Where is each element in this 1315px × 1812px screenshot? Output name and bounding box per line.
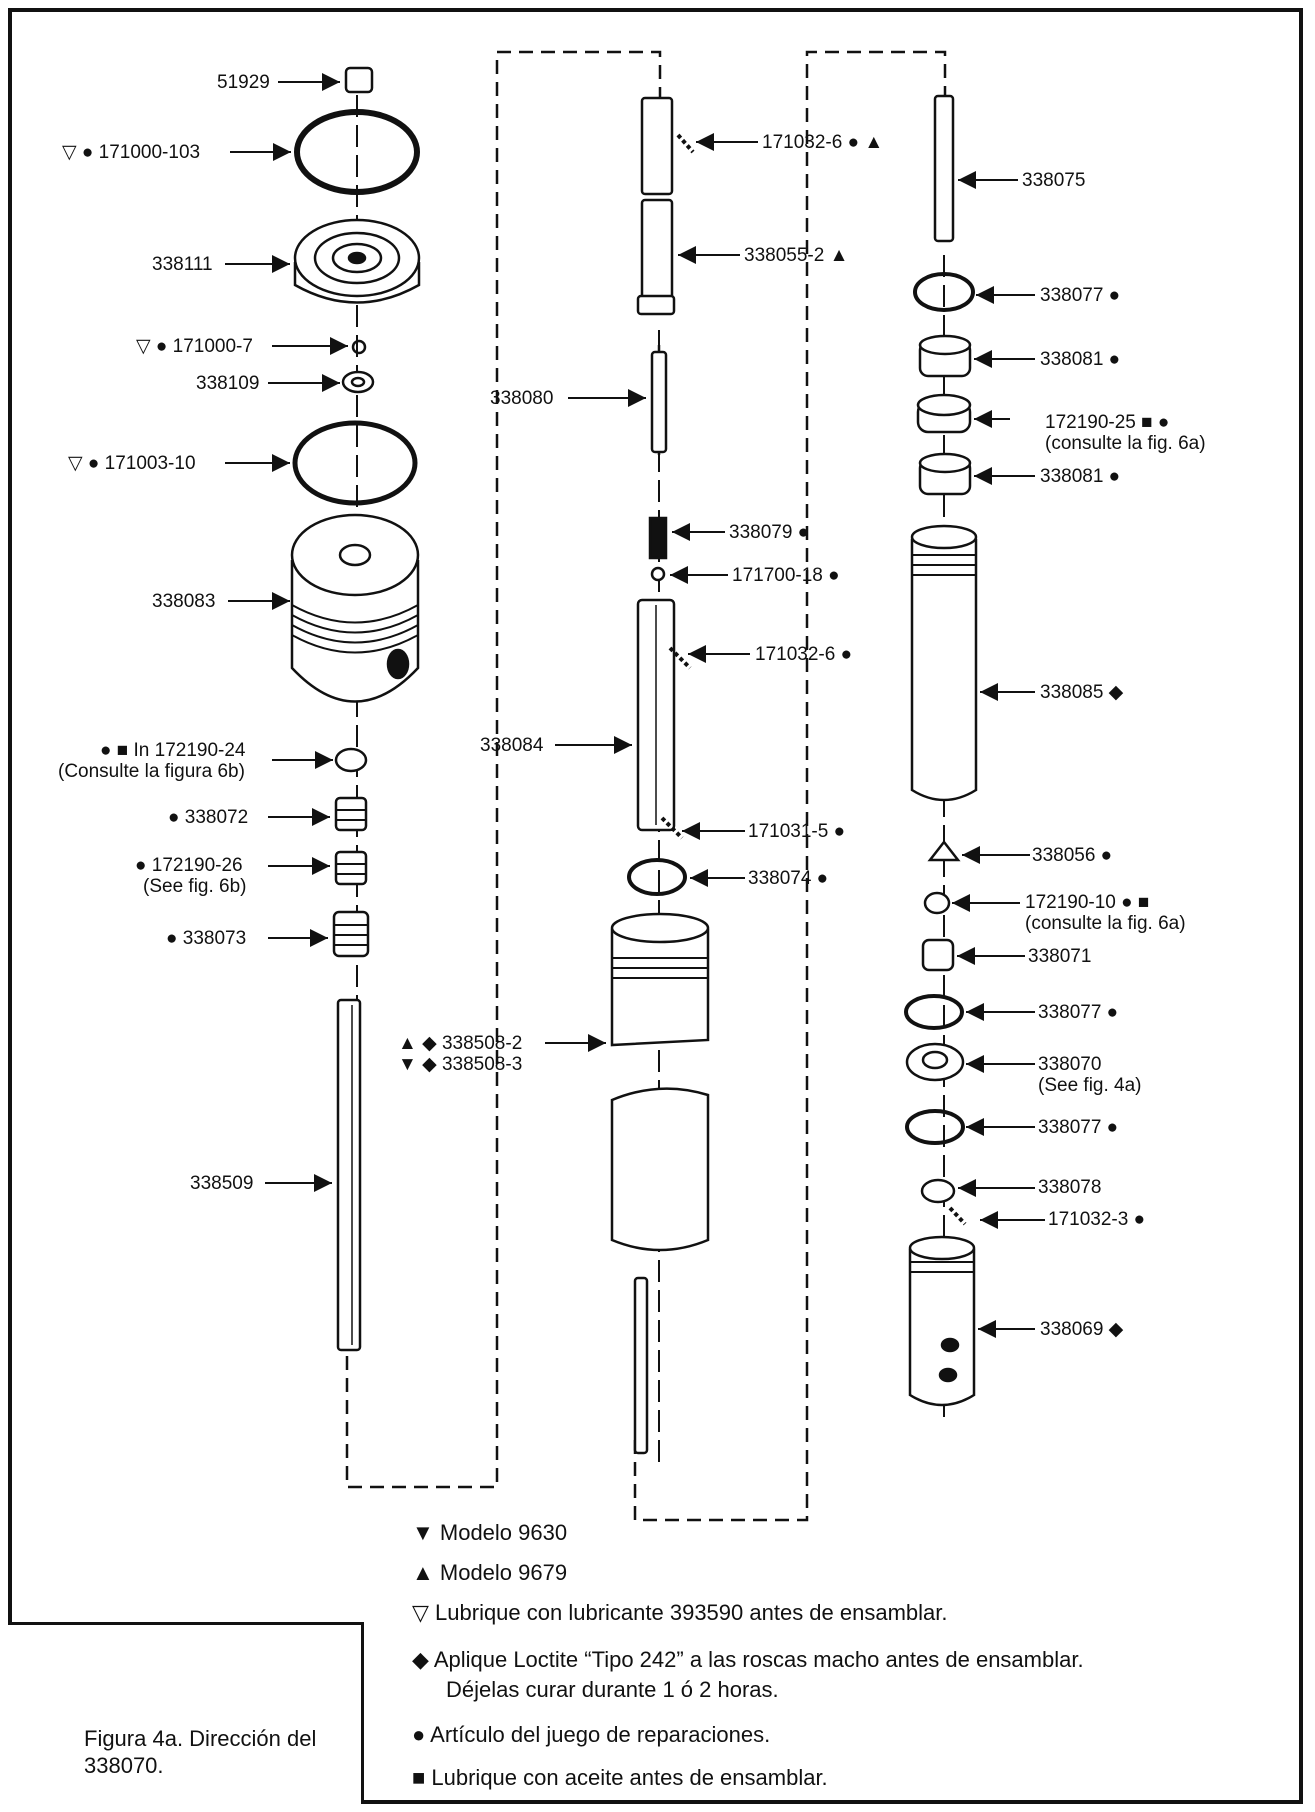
label-171003-10: ▽ ● 171003-10 [68,453,196,474]
cup-338071 [921,938,955,972]
nut-172190-26 [334,850,368,886]
label-172190-10: 172190-10 ● ■ [1025,892,1150,913]
rod-lower [633,1276,649,1455]
label-338085: 338085 ◆ [1040,682,1124,703]
label-171700-18: 171700-18 ● [732,565,840,586]
tube-171032-6 [640,96,674,196]
label-338073: ● 338073 [166,928,247,949]
caption-line-1: Figura 4a. Dirección del [84,1726,317,1751]
housing-338508-lower [610,1087,710,1252]
figure-4a-box [8,1622,364,1804]
label-172190-24-note: (Consulte la figura 6b) [58,761,245,782]
label-338109: 338109 [196,373,260,394]
label-338070-note: (See fig. 4a) [1038,1075,1142,1096]
label-172190-26: ● 172190-26 [135,855,243,876]
label-171032-6-top: 171032-6 ● ▲ [762,132,884,153]
housing-338508 [610,928,710,1047]
label-338081-b: 338081 ● [1040,466,1121,487]
oring-171000-103 [294,109,420,195]
label-338083: 338083 [152,591,216,612]
label-338075: 338075 [1022,170,1086,191]
seat-338056 [927,839,961,862]
label-171032-6-mid: 171032-6 ● [755,644,853,665]
label-171031-5: 171031-5 ● [748,821,846,842]
nut-338072 [334,796,368,832]
leader-arrows [225,73,1045,1338]
oring-338077-c [905,1109,965,1145]
label-338077-a: 338077 ● [1040,285,1121,306]
caption-line-2: 338070. [84,1753,164,1778]
nut-51929 [344,66,374,94]
set-screws [660,133,967,1226]
washer-338109 [341,370,375,394]
label-338079: 338079 ● [729,522,810,543]
label-338111: 338111 [152,254,213,275]
bushing-172190-24 [334,747,368,773]
housing-338069 [908,1248,976,1407]
label-338070: 338070 [1038,1054,1102,1075]
label-338056: 338056 ● [1032,845,1113,866]
label-338081-a: 338081 ● [1040,349,1121,370]
oring-171003-10 [292,420,418,506]
label-338074: 338074 ● [748,868,829,889]
diagram-frame [8,8,1303,1804]
label-338077-b: 338077 ● [1038,1002,1119,1023]
label-338080: 338080 [490,388,554,409]
rod-338075 [933,94,955,243]
label-338084: 338084 [480,735,544,756]
legend-lubricant: ▽ Lubrique con lubricante 393590 antes d… [412,1600,948,1625]
label-338509: 338509 [190,1173,254,1194]
oring-338077-a [913,272,975,312]
center-column-parts [610,96,710,1455]
label-338078: 338078 [1038,1177,1102,1198]
label-172190-24: ● ■ In 172190-24 [100,740,246,761]
label-51929: 51929 [217,72,270,93]
body-338083 [290,560,420,703]
label-171032-3: 171032-3 ● [1048,1209,1146,1230]
legend-repair-kit: ● Artículo del juego de reparaciones. [412,1722,771,1747]
ball-171700-18 [650,566,666,582]
housing-338085 [910,538,978,802]
label-338069: 338069 ◆ [1040,1319,1124,1340]
dashed-connector-lines [345,50,947,1522]
left-column-parts [290,66,421,1352]
label-172190-25: 172190-25 ■ ● [1045,412,1170,433]
label-172190-10-note: (consulte la fig. 6a) [1025,913,1186,934]
label-338072: ● 338072 [168,807,249,828]
label-171000-103: ▽ ● 171000-103 [62,142,201,163]
plug-338078 [920,1178,956,1204]
legend-model-9679: ▲ Modelo 9679 [412,1560,568,1585]
oring-338074 [627,858,687,896]
label-338508-2: ▲ ◆ 338508-2 [398,1033,523,1054]
right-column-parts [904,94,978,1407]
label-338508-3: ▼ ◆ 338508-3 [398,1054,523,1075]
ring-171000-7 [351,339,367,355]
label-338071: 338071 [1028,946,1092,967]
label-338077-c: 338077 ● [1038,1117,1119,1138]
legend-model-9630: ▼ Modelo 9630 [412,1520,568,1545]
legend-loctite: ◆ Aplique Loctite “Tipo 242” a las rosca… [412,1647,1084,1672]
legend-oil: ■ Lubrique con aceite antes de ensamblar… [412,1765,828,1790]
legend-loctite-cure: Déjelas curar durante 1 ó 2 horas. [446,1677,779,1702]
oring-338077-b [904,994,964,1030]
label-171000-7: ▽ ● 171000-7 [136,336,253,357]
spring-338079 [648,516,668,560]
label-338055-2: 338055-2 ▲ [744,245,849,266]
washer-338070 [905,1042,965,1082]
ring-172190-10 [923,891,951,915]
shaft-338509 [336,998,362,1352]
figure-4a-caption: Figura 4a. Dirección del 338070. [84,1725,364,1779]
label-172190-25-note: (consulte la fig. 6a) [1045,433,1206,454]
label-172190-26-note: (See fig. 6b) [143,876,247,897]
